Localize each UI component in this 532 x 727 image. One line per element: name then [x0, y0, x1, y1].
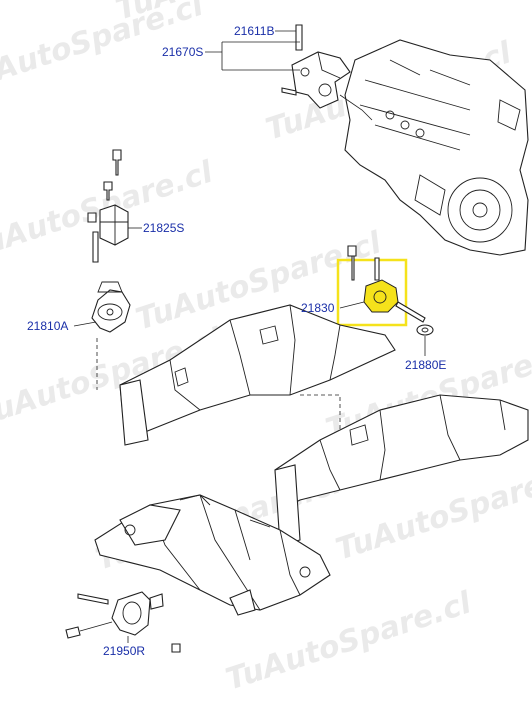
leader-21810a: [73, 321, 97, 327]
front-side-rail: [274, 394, 529, 575]
washer-21880e[interactable]: [416, 324, 434, 336]
left-engine-mount[interactable]: [91, 231, 131, 333]
mount-body: [363, 279, 399, 313]
side-member-frame: [119, 304, 396, 446]
leader-21830: [339, 301, 365, 309]
callout-21950r[interactable]: 21950R: [103, 644, 145, 658]
engine-block: [344, 39, 529, 256]
rear-roll-mount[interactable]: [65, 591, 181, 653]
highlight-box: [336, 258, 408, 327]
callout-21825s[interactable]: 21825S: [143, 221, 184, 235]
front-subframe: [94, 494, 331, 616]
callout-21830[interactable]: 21830: [301, 301, 335, 315]
callout-21880e[interactable]: 21880E: [405, 358, 446, 372]
upper-engine-mount[interactable]: [281, 24, 373, 121]
leader-21670s: [205, 41, 300, 71]
callout-21670s[interactable]: 21670S: [162, 45, 203, 59]
left-mount-bracket[interactable]: [87, 149, 129, 246]
callout-21611b[interactable]: 21611B: [234, 24, 274, 38]
transmission-mount-21830[interactable]: [336, 245, 426, 327]
callout-21810a[interactable]: 21810A: [27, 319, 68, 333]
